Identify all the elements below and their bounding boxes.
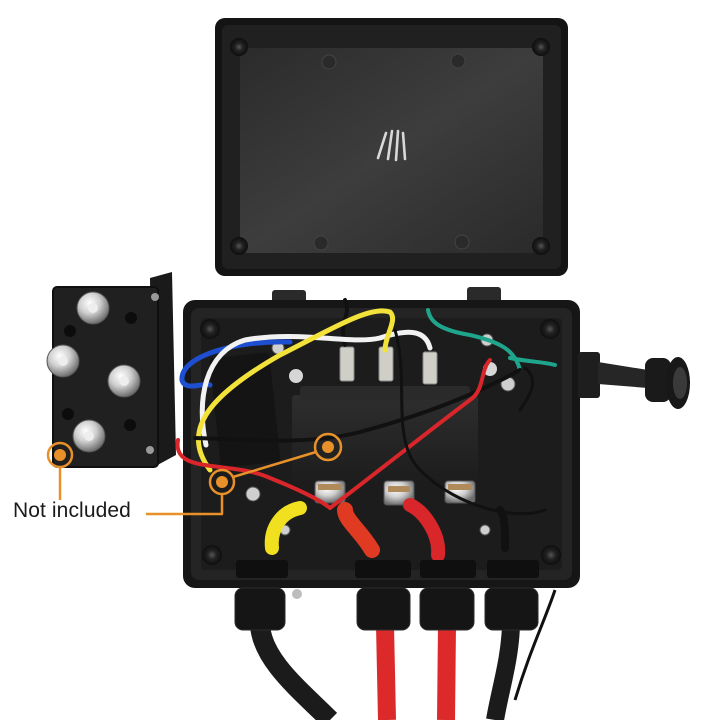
side-latch (578, 352, 690, 409)
contactor (289, 346, 497, 506)
cable-gland (234, 587, 539, 631)
not-included-callout (46, 432, 343, 516)
enclosure-lid (215, 18, 568, 276)
screws-icon (376, 129, 407, 162)
solenoid-plate (46, 272, 176, 468)
cables (250, 589, 557, 720)
wiring (175, 298, 557, 562)
marker-contactor (313, 432, 343, 462)
not-included-label: Not included (13, 499, 131, 522)
lid-screw-boss (230, 38, 550, 255)
